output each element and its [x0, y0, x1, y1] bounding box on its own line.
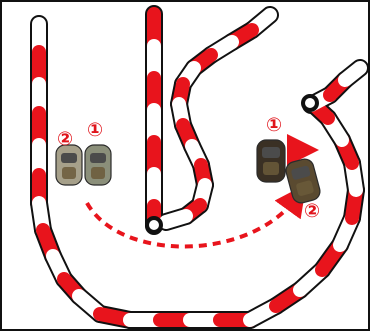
right-front-number: ①	[266, 114, 282, 136]
curb-segment	[345, 68, 360, 80]
car-front-right	[257, 140, 285, 182]
left-back-number: ②	[57, 128, 73, 150]
car-back-left	[56, 145, 82, 185]
car-front-left	[85, 145, 111, 185]
right-back-number: ②	[304, 200, 320, 222]
left-front-number: ①	[87, 119, 103, 141]
car-back-right	[284, 157, 322, 205]
right-pivot-marker	[303, 96, 317, 110]
left-pivot-marker	[147, 218, 161, 232]
curb-segment	[166, 216, 186, 222]
